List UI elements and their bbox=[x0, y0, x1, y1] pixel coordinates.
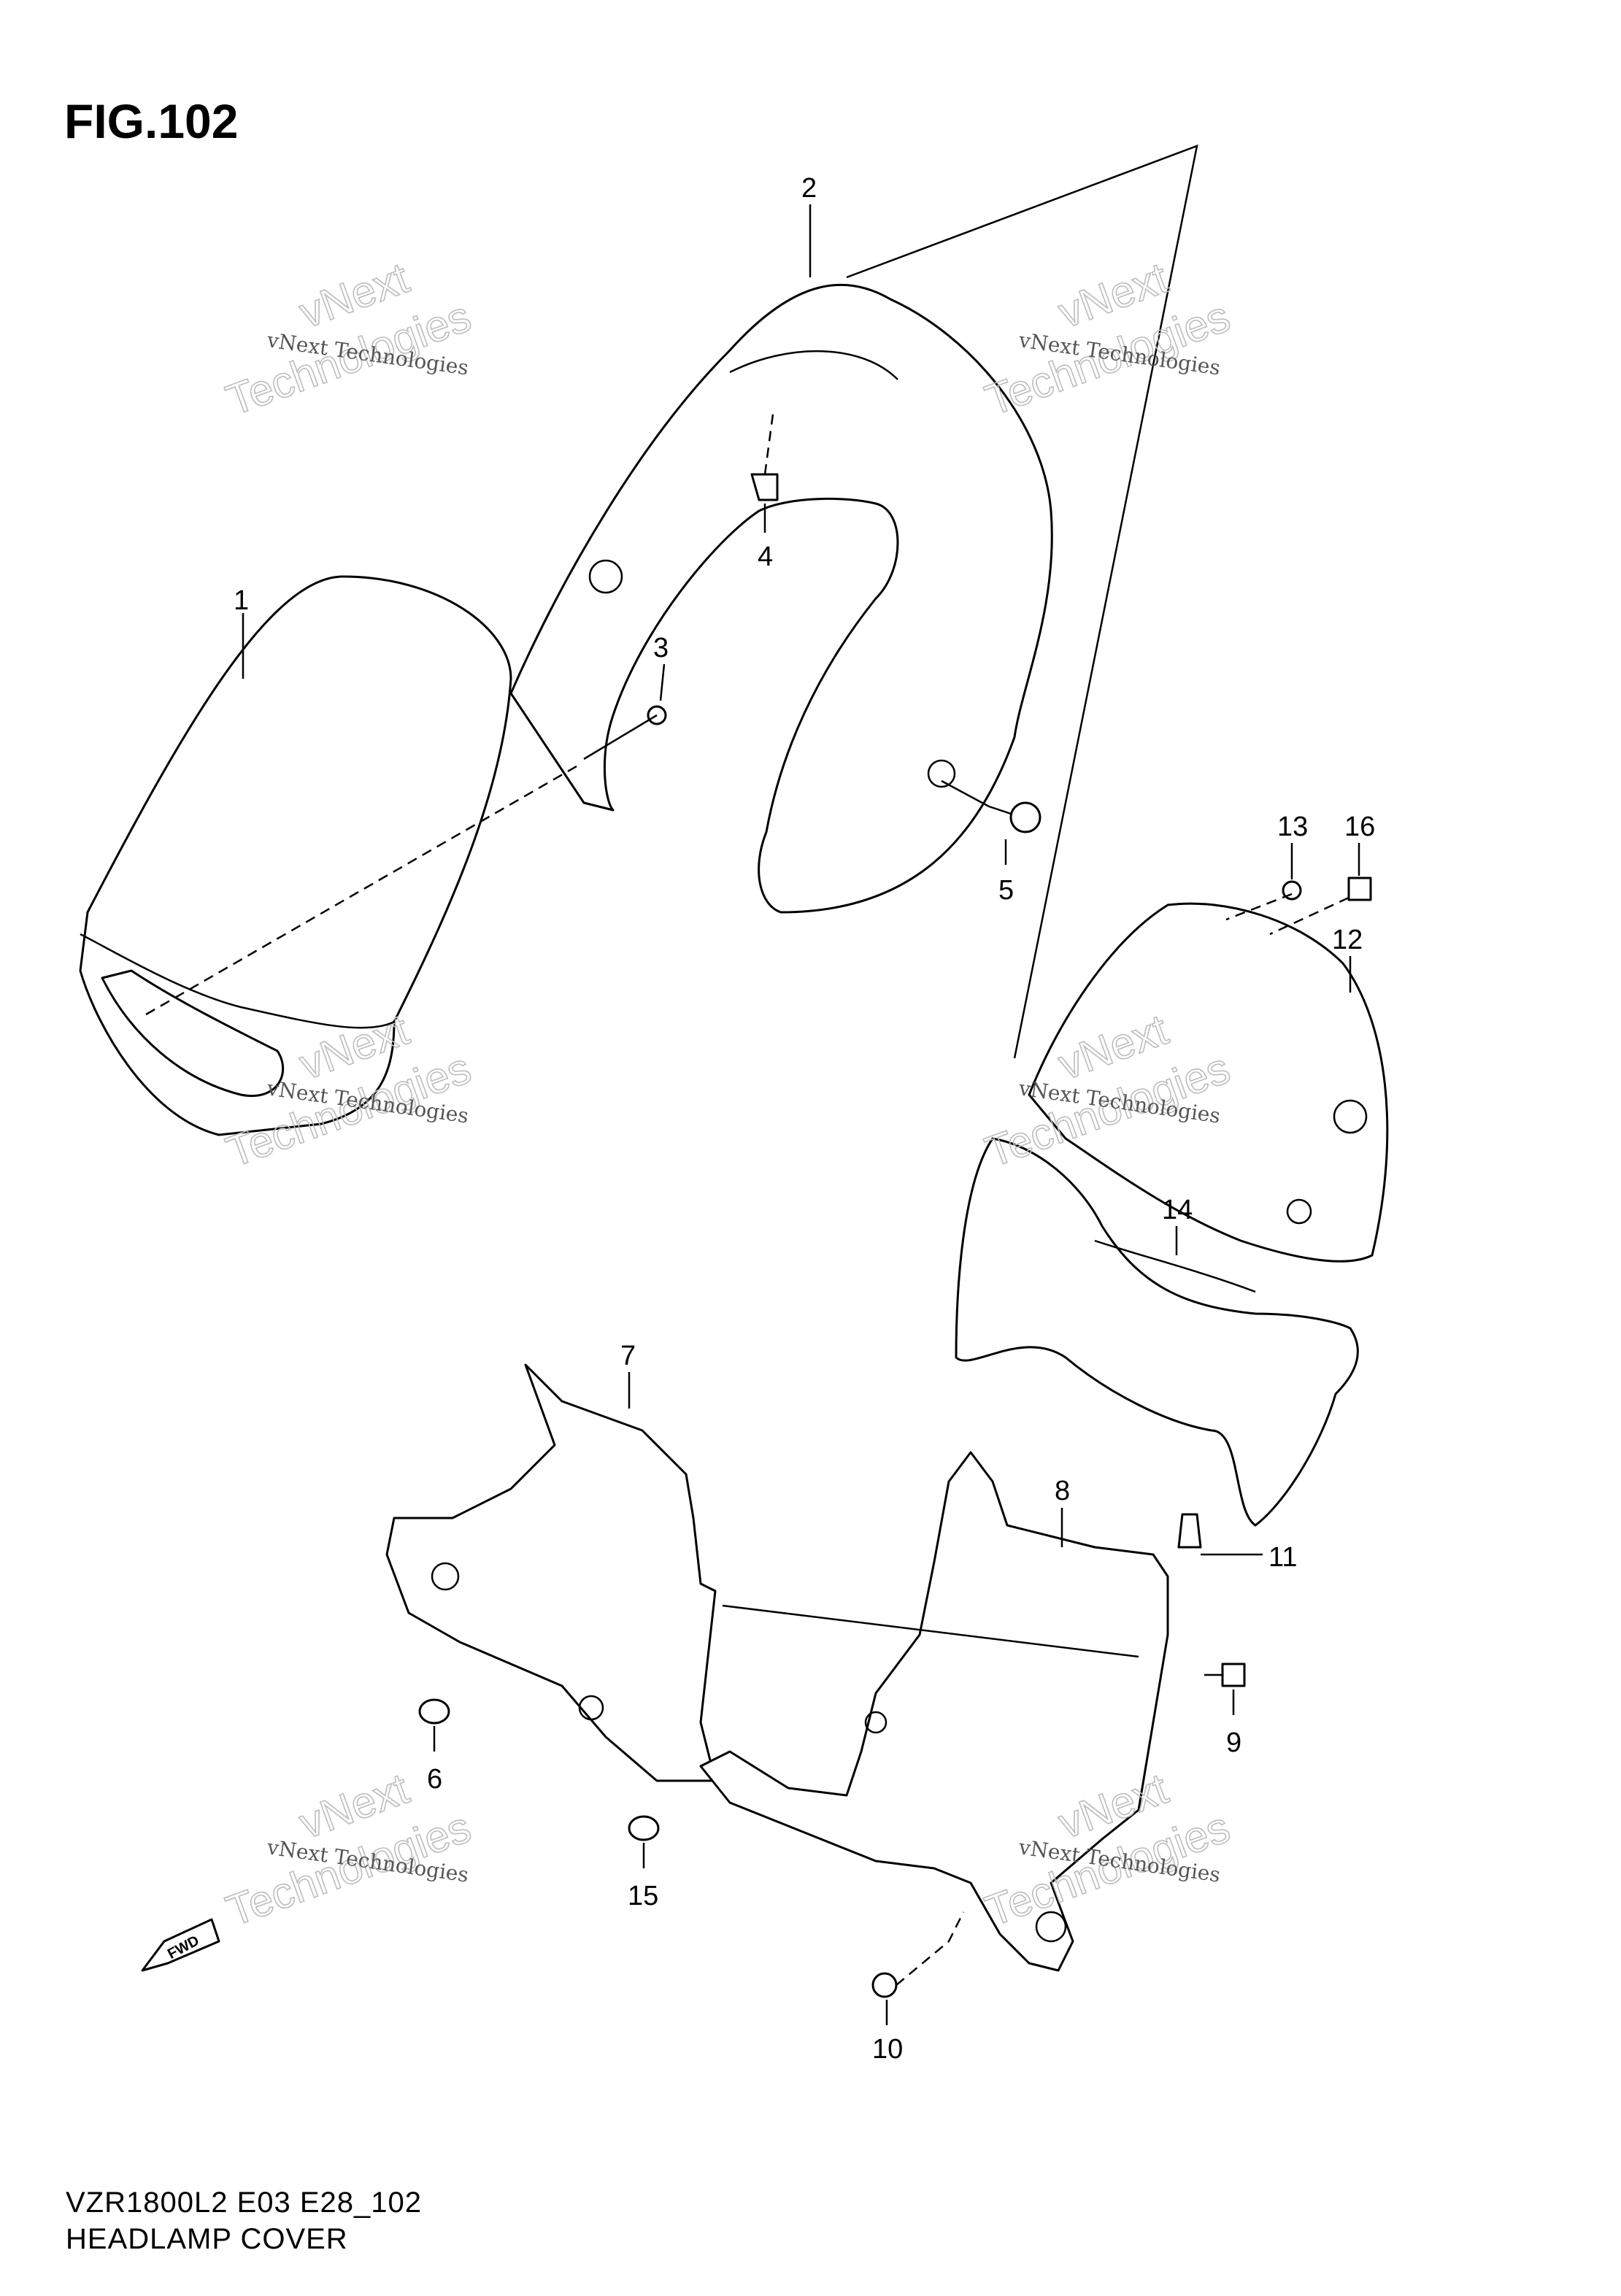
part-8-right-bracket[interactable] bbox=[699, 1451, 1169, 1972]
part-3-screw[interactable] bbox=[583, 705, 667, 760]
section-name: HEADLAMP COVER bbox=[66, 2223, 348, 2255]
part-13-callout: 13 bbox=[1277, 812, 1308, 879]
callout-8: 8 bbox=[1055, 1476, 1070, 1506]
part-12-callout: 12 bbox=[1332, 925, 1363, 993]
part-11-grommet[interactable] bbox=[1177, 1513, 1263, 1556]
part-15-grommet[interactable] bbox=[628, 1815, 660, 1868]
watermark-top-right: Technologies vNext vNext Technologies bbox=[979, 253, 1237, 425]
part-9-callout: 9 bbox=[1226, 1690, 1241, 1758]
part-5-callout: 5 bbox=[998, 839, 1014, 906]
part-10-callout: 10 bbox=[872, 2000, 903, 2065]
callout-12: 12 bbox=[1332, 925, 1363, 955]
part-1-headlamp-housing[interactable] bbox=[79, 575, 512, 1136]
watermark-top-left: Technologies vNext vNext Technologies bbox=[220, 253, 478, 425]
figure-title: FIG.102 bbox=[64, 94, 239, 148]
part-13-nut[interactable] bbox=[1225, 880, 1302, 921]
callout-3: 3 bbox=[653, 633, 669, 663]
part-15-callout: 15 bbox=[628, 1881, 658, 1911]
callout-9: 9 bbox=[1226, 1727, 1241, 1758]
callout-2: 2 bbox=[801, 173, 817, 204]
callout-10: 10 bbox=[872, 2034, 903, 2065]
part-8-callout: 8 bbox=[1055, 1476, 1070, 1547]
part-2-headlamp-cover[interactable] bbox=[509, 283, 1053, 914]
part-10-bolt[interactable] bbox=[871, 1911, 965, 1998]
part-14-callout: 14 bbox=[1162, 1195, 1193, 1255]
callout-6: 6 bbox=[427, 1764, 442, 1795]
callout-15: 15 bbox=[628, 1881, 658, 1911]
callout-5: 5 bbox=[998, 875, 1014, 906]
part-16-callout: 16 bbox=[1344, 812, 1375, 876]
assembly-link-7-8 bbox=[722, 1604, 1139, 1658]
part-4-clip[interactable] bbox=[750, 408, 779, 501]
callout-16: 16 bbox=[1344, 812, 1375, 842]
part-16-fastener[interactable] bbox=[1269, 877, 1372, 936]
part-4-callout: 4 bbox=[758, 504, 773, 572]
part-6-callout: 6 bbox=[427, 1764, 442, 1795]
callout-14: 14 bbox=[1162, 1195, 1193, 1225]
part-6-grommet[interactable] bbox=[418, 1698, 450, 1752]
model-code: VZR1800L2 E03 E28_102 bbox=[66, 2187, 423, 2219]
part-1-callout: 1 bbox=[234, 585, 249, 679]
part-11-callout: 11 bbox=[1268, 1542, 1297, 1573]
part-7-callout: 7 bbox=[620, 1341, 636, 1409]
callout-13: 13 bbox=[1277, 812, 1308, 842]
part-12-inner-cover[interactable] bbox=[1028, 902, 1389, 1263]
part-3-callout: 3 bbox=[653, 633, 669, 701]
callout-1: 1 bbox=[234, 585, 249, 616]
assembly-outline bbox=[846, 145, 1198, 1059]
part-7-left-bracket[interactable] bbox=[385, 1363, 717, 1782]
forward-direction-badge: FWD bbox=[141, 1918, 220, 1972]
callout-7: 7 bbox=[620, 1341, 636, 1371]
part-5-bolt[interactable] bbox=[941, 779, 1041, 833]
callout-11: 11 bbox=[1268, 1542, 1297, 1573]
part-14-lower-panel[interactable] bbox=[955, 1137, 1359, 1527]
part-9-bolt[interactable] bbox=[1204, 1663, 1246, 1687]
callout-4: 4 bbox=[758, 542, 773, 572]
part-2-callout: 2 bbox=[801, 173, 817, 277]
